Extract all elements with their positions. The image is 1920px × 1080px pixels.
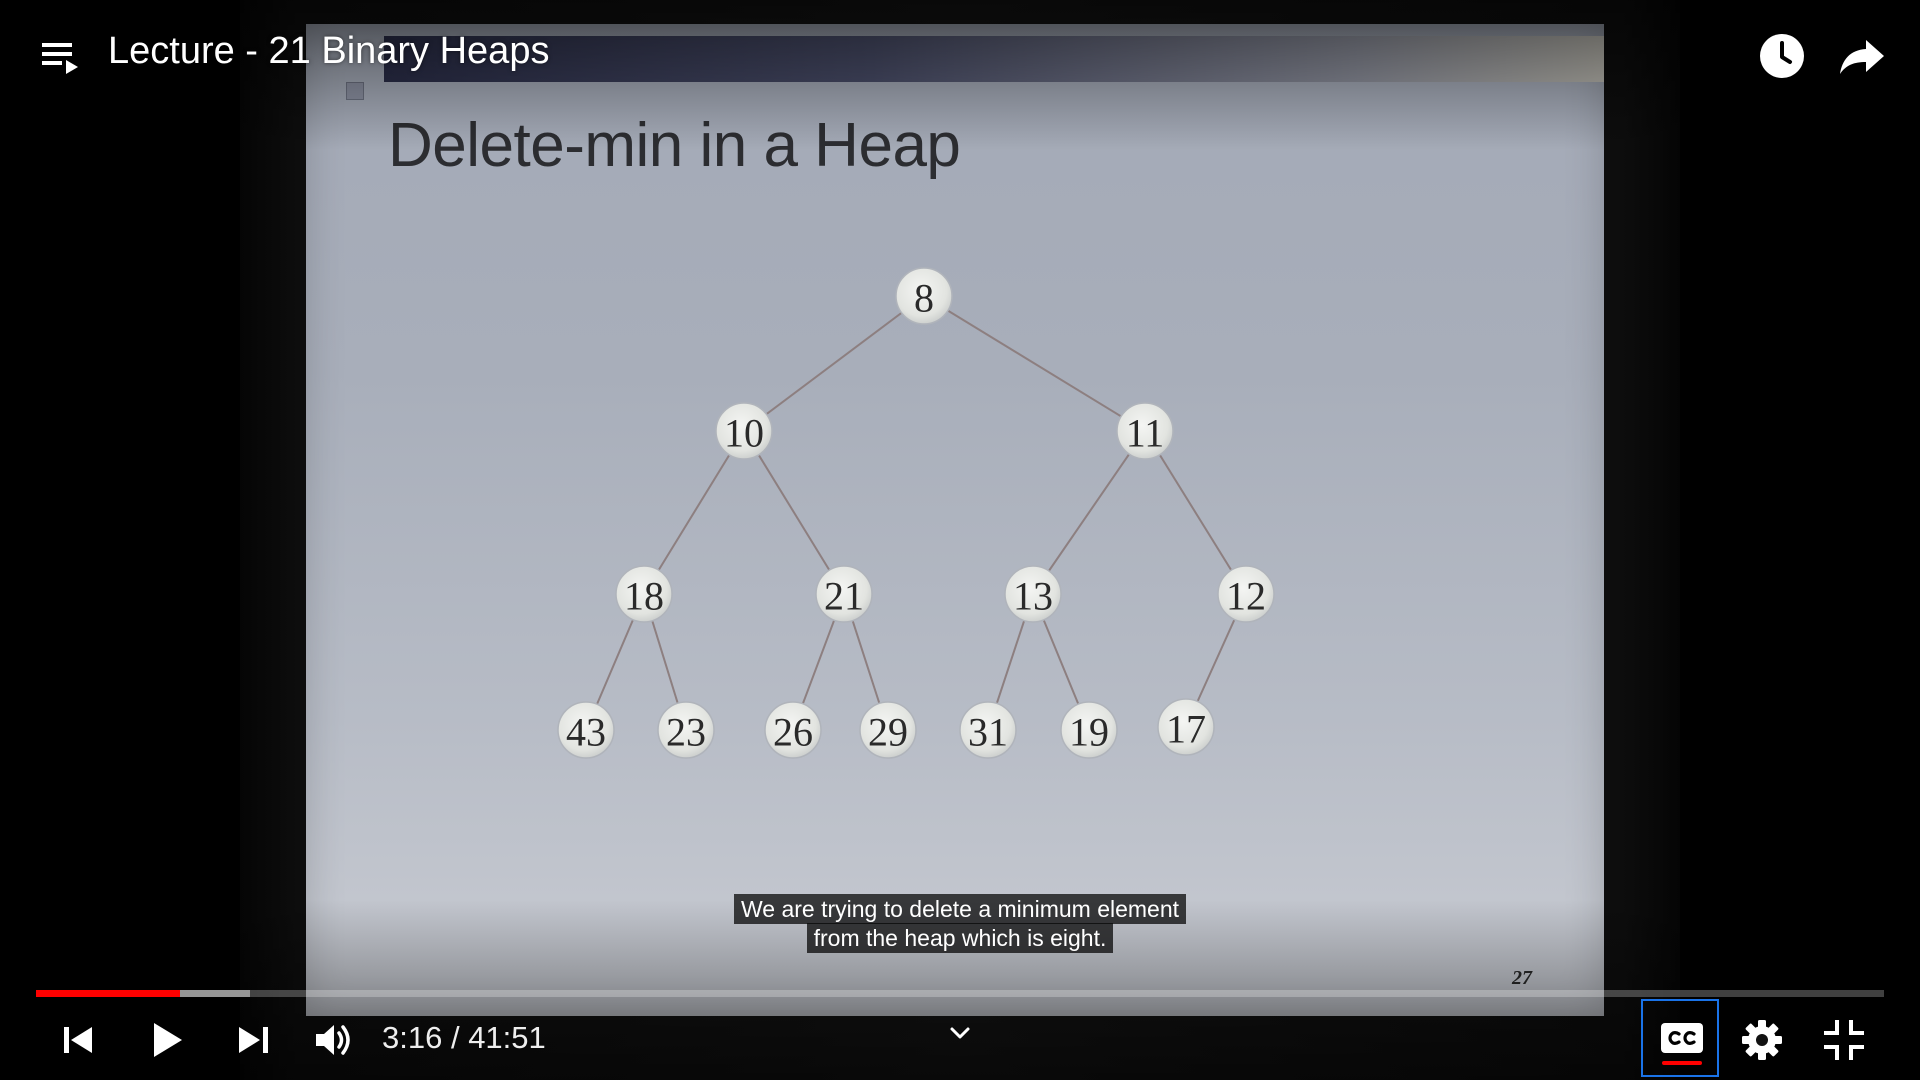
heap-node-circle bbox=[959, 701, 1017, 759]
exit-fullscreen-button[interactable] bbox=[1818, 1014, 1870, 1066]
heap-node-value: 19 bbox=[1069, 710, 1109, 755]
heap-node-circle bbox=[764, 701, 822, 759]
heap-edge bbox=[643, 430, 745, 595]
heap-edge bbox=[1032, 430, 1146, 595]
fullscreen-exit-icon bbox=[1824, 1020, 1864, 1060]
heap-node-value: 10 bbox=[724, 411, 764, 456]
heap-tree-diagram: 8 10 11 18 21 13 12 43 23 26 29 31 19 17 bbox=[557, 267, 1275, 759]
play-button[interactable] bbox=[140, 1014, 192, 1066]
heap-node: 31 bbox=[959, 701, 1017, 759]
watch-later-button[interactable] bbox=[1756, 30, 1808, 82]
heap-node: 12 bbox=[1217, 565, 1275, 623]
share-arrow-icon bbox=[1840, 40, 1884, 74]
heap-node: 13 bbox=[1004, 565, 1062, 623]
skip-next-icon bbox=[239, 1027, 268, 1053]
chapter-chevron-button[interactable] bbox=[946, 1020, 974, 1048]
settings-button[interactable] bbox=[1736, 1014, 1788, 1066]
heap-edge bbox=[743, 430, 845, 595]
gear-icon bbox=[1742, 1020, 1782, 1060]
time-current: 3:16 bbox=[382, 1020, 443, 1055]
time-separator: / bbox=[442, 1020, 469, 1055]
video-title[interactable]: Lecture - 21 Binary Heaps bbox=[108, 30, 550, 72]
heap-node: 19 bbox=[1060, 701, 1118, 759]
progress-played bbox=[36, 990, 181, 997]
heap-node-value: 21 bbox=[824, 574, 864, 619]
captions-active-indicator bbox=[1662, 1061, 1702, 1065]
next-button[interactable] bbox=[228, 1014, 280, 1066]
heap-edge bbox=[743, 295, 925, 432]
heap-node-circle bbox=[815, 565, 873, 623]
caption-line-1: We are trying to delete a minimum elemen… bbox=[733, 894, 1187, 924]
heap-node-circle bbox=[895, 267, 953, 325]
heap-node: 26 bbox=[764, 701, 822, 759]
heap-node-circle bbox=[859, 701, 917, 759]
heap-node-value: 13 bbox=[1013, 574, 1053, 619]
top-bar: Lecture - 21 Binary Heaps bbox=[0, 0, 1920, 110]
volume-icon bbox=[316, 1025, 350, 1055]
share-button[interactable] bbox=[1836, 30, 1888, 82]
heap-node-circle bbox=[715, 402, 773, 460]
heap-node-circle bbox=[657, 701, 715, 759]
heap-node-value: 12 bbox=[1226, 574, 1266, 619]
heap-node: 29 bbox=[859, 701, 917, 759]
heap-node-circle bbox=[1116, 402, 1174, 460]
heap-node-circle bbox=[1157, 698, 1215, 756]
heap-node-value: 23 bbox=[666, 710, 706, 755]
chevron-down-icon bbox=[950, 1027, 970, 1039]
heap-edges bbox=[585, 295, 1247, 731]
heap-node-value: 26 bbox=[773, 710, 813, 755]
heap-node: 17 bbox=[1157, 698, 1215, 756]
heap-node-value: 18 bbox=[624, 574, 664, 619]
play-icon bbox=[154, 1023, 182, 1057]
heap-node-circle bbox=[1004, 565, 1062, 623]
heap-node: 43 bbox=[557, 701, 615, 759]
heap-node: 23 bbox=[657, 701, 715, 759]
heap-node-value: 43 bbox=[566, 710, 606, 755]
heap-node-circle bbox=[1060, 701, 1118, 759]
playlist-icon[interactable] bbox=[36, 34, 84, 82]
skip-previous-icon bbox=[64, 1027, 92, 1053]
slide-page-number: 27 bbox=[1512, 967, 1532, 989]
heap-edge bbox=[923, 295, 1146, 432]
previous-button[interactable] bbox=[52, 1014, 104, 1066]
volume-button[interactable] bbox=[308, 1014, 360, 1066]
heap-nodes: 8 10 11 18 21 13 12 43 23 26 29 31 19 17 bbox=[557, 267, 1275, 759]
caption-window: We are trying to delete a minimum elemen… bbox=[0, 894, 1920, 953]
cc-icon bbox=[1661, 1023, 1703, 1053]
heap-node-value: 31 bbox=[968, 710, 1008, 755]
heap-node: 11 bbox=[1116, 402, 1174, 460]
heap-node-value: 8 bbox=[914, 276, 934, 321]
heap-node-value: 29 bbox=[868, 710, 908, 755]
heap-node: 18 bbox=[615, 565, 673, 623]
heap-node-value: 11 bbox=[1126, 411, 1165, 456]
heap-node-circle bbox=[1217, 565, 1275, 623]
time-display: 3:16 / 41:51 bbox=[382, 1020, 546, 1056]
captions-button[interactable] bbox=[1641, 999, 1719, 1077]
heap-node: 21 bbox=[815, 565, 873, 623]
clock-icon bbox=[1760, 34, 1804, 78]
time-total: 41:51 bbox=[468, 1020, 546, 1055]
heap-node: 8 bbox=[895, 267, 953, 325]
progress-bar[interactable] bbox=[36, 990, 1884, 997]
heap-node-circle bbox=[615, 565, 673, 623]
caption-line-2: from the heap which is eight. bbox=[806, 923, 1114, 953]
heap-node: 10 bbox=[715, 402, 773, 460]
heap-node-circle bbox=[557, 701, 615, 759]
heap-node-value: 17 bbox=[1166, 707, 1206, 752]
heap-edge bbox=[1144, 430, 1247, 595]
